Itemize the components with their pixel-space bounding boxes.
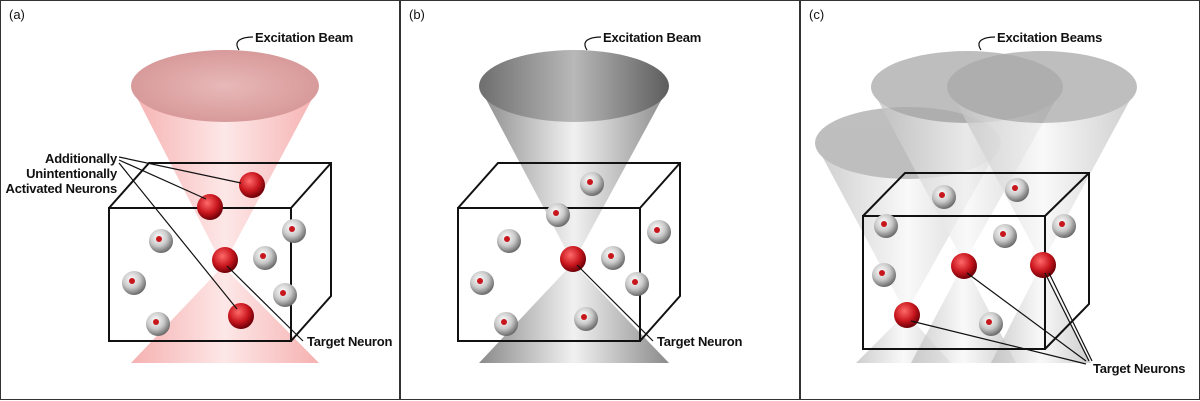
leaders-a bbox=[118, 36, 304, 342]
neurons-b bbox=[470, 172, 671, 336]
cube-c bbox=[862, 172, 1090, 350]
excitation-beam-a bbox=[131, 50, 319, 363]
leaders-c bbox=[910, 36, 1093, 365]
additional-label-line3: Activated Neurons bbox=[6, 181, 117, 196]
beam-label-b: Excitation Beam bbox=[603, 30, 701, 45]
panel-a: (a) bbox=[0, 0, 400, 400]
diagram-a: Excitation Beam Additionally Unintention… bbox=[6, 30, 393, 363]
panel-label-b: (b) bbox=[409, 7, 425, 22]
panel-b: (b) bbox=[400, 0, 800, 400]
additional-label-line1: Additionally bbox=[45, 151, 118, 166]
neurons-c bbox=[872, 178, 1076, 336]
target-label-c: Target Neurons bbox=[1093, 361, 1185, 376]
panel-label-c: (c) bbox=[809, 7, 825, 22]
beam-label-c: Excitation Beams bbox=[997, 30, 1102, 45]
target-label-b: Target Neuron bbox=[657, 334, 743, 349]
panel-c: (c) bbox=[800, 0, 1200, 400]
diagram-b: Excitation Beam Target Neuron bbox=[457, 30, 743, 363]
target-label-a: Target Neuron bbox=[307, 334, 393, 349]
excitation-beam-c-right bbox=[947, 51, 1137, 363]
excitation-beam-b bbox=[479, 50, 669, 363]
leaders-b bbox=[576, 36, 654, 342]
panel-label-a: (a) bbox=[9, 7, 25, 22]
beam-label-a: Excitation Beam bbox=[255, 30, 353, 45]
additional-label-line2: Unintentionally bbox=[26, 166, 118, 181]
neurons-a bbox=[122, 172, 306, 336]
diagram-c: Excitation Beams Target Neurons bbox=[815, 30, 1186, 376]
